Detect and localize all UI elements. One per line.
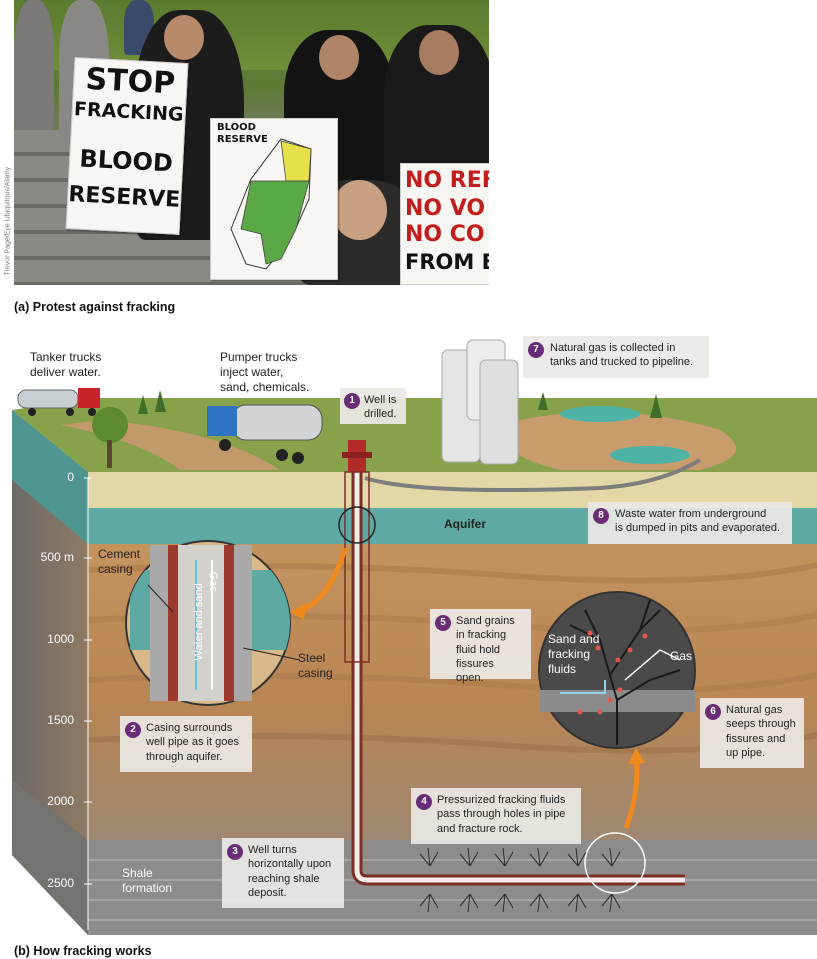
depth-tick: 500 m [40,550,74,564]
sign-line: FROM B.T. [405,250,489,274]
step-number: 4 [416,794,432,810]
sign-line: RESERVE [67,182,181,213]
fracking-diagram [12,339,817,935]
water-and-sand-label: Water and sand [193,583,206,661]
sign-line: NO REF [405,168,489,193]
sign-line: NO VO [405,196,486,221]
gas-pipe-label: Gas [206,571,219,592]
sign-line: RESERVE [217,134,268,145]
depth-tick: 0 [67,470,74,484]
reserve-map-drawing [230,138,312,270]
sign-line: NO CO [405,222,485,247]
depth-tick: 2500 [47,876,74,890]
step-number: 8 [593,508,609,524]
step-number: 6 [705,704,721,720]
caption-a: (a) Protest against fracking [14,300,176,314]
step-number: 7 [528,342,544,358]
step-number: 1 [344,393,360,409]
caption-b: (b) How fracking works [14,944,152,958]
depth-tick: 2000 [47,794,74,808]
step-number: 2 [125,722,141,738]
sign-line: FRACKING [73,98,185,126]
depth-tick: 1000 [47,632,74,646]
sign-line: BLOOD [78,144,174,178]
sign-line: BLOOD [217,122,256,133]
protest-sign-no: NO REF NO VO NO CO FROM B.T. [400,163,489,285]
step-number: 5 [435,615,451,631]
protest-sign-map: BLOOD RESERVE [210,118,338,280]
depth-tick: 1500 [47,713,74,727]
photo-credit: Trevor Page/Eye Ubiquitous/Alamy [4,166,12,276]
protest-photo: STOP FRACKING BLOOD RESERVE BLOOD RESERV… [14,0,489,285]
aquifer-label: Aquifer [444,517,486,531]
gas-fissure-label: Gas [670,649,693,663]
protest-sign-stop: STOP FRACKING BLOOD RESERVE [65,57,189,235]
step-number: 3 [227,844,243,860]
sign-line: STOP [84,61,177,102]
